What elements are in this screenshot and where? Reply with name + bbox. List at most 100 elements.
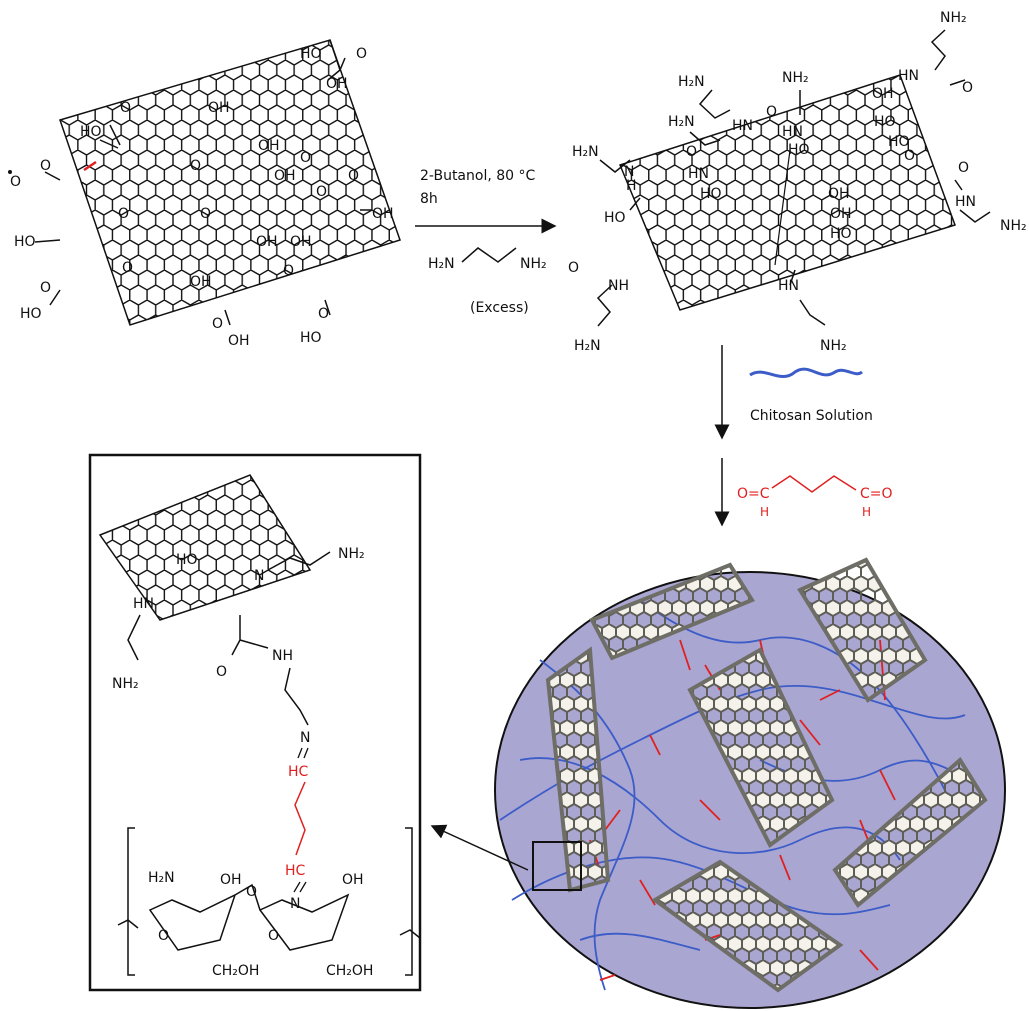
ethylenediamine-left: H₂N (428, 256, 455, 272)
detail-graphene (98, 474, 312, 621)
glutaraldehyde-left: O=C (737, 486, 770, 502)
go-oh-6: OH (190, 274, 212, 290)
graphene-sheet-3 (687, 647, 835, 848)
fg-h2n-1: H₂N (678, 74, 705, 90)
amine-functionalized-graphene: NH₂ HN O H₂N NH₂ H₂N HN O OH HO HO HN HO… (568, 10, 1027, 354)
detail-hc-bottom: HC (285, 863, 306, 879)
fg-nh2-4: NH₂ (820, 338, 847, 354)
graphene-sheet-1 (589, 562, 755, 661)
go-cooh-b1-oh: OH (228, 333, 250, 349)
fg-n-h: H (626, 178, 637, 194)
radical-dot (8, 170, 12, 174)
go-oh-2: OH (258, 138, 280, 154)
conditions-line-1: 2-Butanol, 80 °C (420, 168, 535, 184)
graphene-oxide-sheet: OH OH OH O O O O O O OH OH O OH HO O OH … (8, 39, 401, 349)
fg-o-4: O (686, 144, 697, 160)
fg-ho-3: HO (788, 142, 810, 158)
go-cooh-top-oh: OH (326, 76, 348, 92)
go-o-2: O (300, 150, 311, 166)
chitosan-chain-icon (749, 367, 863, 379)
fg-hn-top: HN (898, 68, 919, 84)
go-cooh-left-ho: HO (80, 124, 102, 140)
glutaraldehyde-right-h: H (862, 505, 871, 519)
detail-o-ring-2: O (268, 928, 279, 944)
graphene-sheet-6 (651, 859, 844, 993)
graphene-sheet-4 (545, 646, 611, 893)
go-carboxylate-ominus: O (10, 174, 21, 190)
fg-ho-2: HO (888, 134, 910, 150)
go-cooh-bl-ho: HO (20, 306, 42, 322)
fg-ho-4: HO (700, 186, 722, 202)
polymer-brackets (127, 827, 413, 976)
fg-nh2-2: NH₂ (782, 70, 809, 86)
go-cooh-b2-ho: HO (300, 330, 322, 346)
fg-n-1: N (624, 164, 634, 180)
fg-o-5: O (958, 160, 969, 176)
detail-nh2-top: NH₂ (338, 546, 365, 562)
fg-hn-3: HN (782, 124, 803, 140)
fg-hn-2: HN (732, 118, 753, 134)
go-cooh-right-oh: OH (372, 206, 394, 222)
detail-hn: HN (133, 596, 154, 612)
go-cooh-b2-o: O (318, 306, 329, 322)
detail-ch2oh-1: CH₂OH (212, 963, 259, 979)
glutaraldehyde-right: C=O (860, 486, 893, 502)
chitosan-rings (148, 883, 350, 951)
go-o-4: O (118, 206, 129, 222)
epoxide-bond-red (83, 160, 97, 172)
go-o-7: O (283, 263, 294, 279)
fg-oh-2: OH (828, 186, 850, 202)
fg-nh-1: NH (608, 278, 629, 294)
reaction-step-2: Chitosan Solution O=C H C=O H (714, 345, 893, 527)
detail-n: N (254, 568, 264, 584)
detail-glutaraldehyde-bridge (294, 781, 306, 856)
go-cooh-b1-o: O (212, 316, 223, 332)
detail-n-imine-top: N (300, 730, 310, 746)
detail-hc-top: HC (288, 764, 309, 780)
fg-o-3: O (904, 148, 915, 164)
conditions-line-2: 8h (420, 191, 438, 207)
fg-oh-3: OH (830, 206, 852, 222)
detail-o-ring-1: O (158, 928, 169, 944)
fg-hn-6: HN (778, 278, 799, 294)
go-carboxylate-o: O (40, 158, 51, 174)
go-o-1: O (190, 158, 201, 174)
glutaraldehyde-left-h: H (760, 505, 769, 519)
go-o-6: O (122, 260, 133, 276)
detail-ho: HO (176, 552, 198, 568)
fg-o-2: O (766, 104, 777, 120)
zoom-arrow (430, 824, 529, 871)
go-oh-4: OH (256, 234, 278, 250)
detail-ch2oh-2: CH₂OH (326, 963, 373, 979)
detail-n-imine-bottom: N (290, 896, 300, 912)
graphene-sheet-5 (832, 756, 988, 908)
fg-h2n-3: H₂N (572, 144, 599, 160)
fg-h2n-4: H₂N (574, 338, 601, 354)
go-ho-left: HO (14, 234, 36, 250)
detail-nh: NH (272, 648, 293, 664)
detail-h2n: H₂N (148, 870, 175, 886)
fg-nh-right: NH₂ (1000, 218, 1027, 234)
fg-hn-5: HN (955, 194, 976, 210)
go-cooh-bl-o: O (40, 280, 51, 296)
chitosan-chain-4 (639, 599, 951, 801)
ethylenediamine-chain (461, 247, 517, 263)
go-o-5: O (200, 206, 211, 222)
chitosan-label: Chitosan Solution (750, 408, 873, 424)
glutaraldehyde-chain (771, 475, 857, 493)
composite-network (494, 557, 1006, 1009)
reaction-step-1: 2-Butanol, 80 °C 8h H₂N NH₂ (Excess) (415, 168, 557, 316)
go-cooh-right-o: O (348, 168, 359, 184)
go-cooh-top-ho: HO (300, 46, 322, 62)
go-oh-1: OH (208, 100, 230, 116)
fg-nh2-top: NH₂ (940, 10, 967, 26)
zoom-region-box (532, 841, 582, 891)
go-cooh-left-o: O (120, 100, 131, 116)
detail-oh-1: OH (220, 872, 242, 888)
fg-hn-4: HN (688, 166, 709, 182)
fg-oh-1: OH (872, 86, 894, 102)
detail-panel: HO N NH₂ HN NH₂ O NH N HC HC N H₂N OH O … (88, 453, 422, 992)
go-cooh-top-o: O (356, 46, 367, 62)
